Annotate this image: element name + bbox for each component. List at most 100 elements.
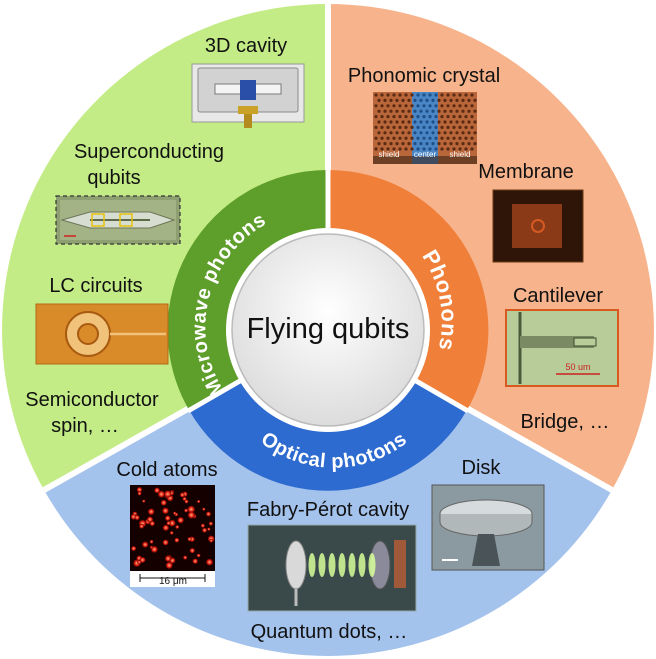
crystal-hole (380, 104, 384, 108)
crystal-hole (470, 115, 474, 119)
crystal-hole (380, 136, 384, 140)
crystal-hole (464, 115, 468, 119)
crystal-hole (374, 147, 378, 151)
crystal-hole (398, 115, 402, 119)
crystal-hole (422, 115, 426, 119)
crystal-hole (401, 98, 405, 102)
crystal-hole (416, 136, 420, 140)
crystal-hole (389, 120, 393, 124)
crystal-hole (431, 120, 435, 124)
crystal-hole (443, 109, 447, 113)
crystal-hole (401, 120, 405, 124)
atom-dot (137, 491, 142, 496)
crystal-hole (395, 131, 399, 135)
crystal-hole (470, 147, 474, 151)
crystal-hole (416, 93, 420, 97)
atom-dot (175, 525, 180, 529)
crystal-hole (404, 115, 408, 119)
crystal-hole (443, 131, 447, 135)
crystal-hole (416, 147, 420, 151)
crystal-hole (380, 93, 384, 97)
crystal-hole (434, 136, 438, 140)
atom-dot (187, 537, 192, 542)
cavity-mode (348, 553, 356, 577)
crystal-hole (464, 136, 468, 140)
crystal-hole (392, 136, 396, 140)
crystal-hole (461, 131, 465, 135)
crystal-hole (410, 93, 414, 97)
crystal-hole (452, 125, 456, 129)
crystal-hole (404, 104, 408, 108)
crystal-hole (410, 136, 414, 140)
crystal-hole (470, 125, 474, 129)
crystal-hole (392, 93, 396, 97)
crystal-hole (446, 125, 450, 129)
atom-dot (134, 514, 140, 521)
atom-dot (162, 507, 169, 514)
crystal-hole (461, 109, 465, 113)
atom-dot (131, 546, 137, 551)
crystal-hole (401, 131, 405, 135)
disk-image (431, 484, 545, 571)
crystal-hole (461, 120, 465, 124)
atom-dot (207, 527, 211, 531)
crystal-hole (473, 120, 477, 124)
crystal-hole (440, 136, 444, 140)
crystal-hole (467, 131, 471, 135)
fabry-perot-image (247, 524, 417, 612)
atom-dot (174, 537, 180, 543)
crystal-hole (437, 98, 441, 102)
crystal-hole (377, 142, 381, 146)
label-quantum-dots: Quantum dots, … (250, 621, 408, 643)
crystal-hole (386, 125, 390, 129)
crystal-hole (425, 131, 429, 135)
crystal-hole (458, 125, 462, 129)
crystal-hole (386, 136, 390, 140)
atom-dot (169, 531, 174, 535)
crystal-hole (392, 125, 396, 129)
atom-dot (189, 547, 195, 554)
crystal-hole (383, 109, 387, 113)
crystal-hole (428, 115, 432, 119)
crystal-hole (407, 109, 411, 113)
cavity-mode (368, 553, 376, 577)
crystal-hole (434, 115, 438, 119)
superconducting-qubit-image (55, 195, 181, 245)
atom-dot (205, 511, 211, 517)
crystal-hole (431, 131, 435, 135)
cold-atoms-image (130, 485, 215, 587)
cavity-mode (318, 553, 326, 577)
crystal-hole (440, 104, 444, 108)
cantilever-scale-label: 50 um (565, 362, 591, 372)
label-membrane: Membrane (478, 161, 574, 183)
crystal-hole (395, 120, 399, 124)
atom-dot (162, 524, 169, 531)
crystal-hole (419, 98, 423, 102)
crystal-tag-shield-right: shield (449, 150, 471, 159)
lc-circuit-image (35, 303, 169, 365)
crystal-hole (383, 131, 387, 135)
crystal-hole (413, 120, 417, 124)
crystal-hole (458, 136, 462, 140)
atom-dot (209, 538, 214, 543)
atom-dot (162, 539, 169, 546)
3d-cavity-image (191, 63, 305, 128)
crystal-hole (449, 131, 453, 135)
crystal-hole (416, 115, 420, 119)
atom-dot (139, 556, 146, 563)
crystal-hole (407, 142, 411, 146)
crystal-hole (395, 98, 399, 102)
atom-dot (187, 511, 195, 519)
membrane-image (492, 189, 584, 263)
crystal-hole (425, 98, 429, 102)
crystal-hole (473, 131, 477, 135)
crystal-hole (398, 93, 402, 97)
atom-dot (202, 527, 208, 533)
crystal-hole (425, 120, 429, 124)
phononic-crystal-image (373, 92, 477, 164)
crystal-hole (473, 142, 477, 146)
crystal-hole (449, 98, 453, 102)
crystal-hole (428, 104, 432, 108)
label-3d-cavity: 3D cavity (204, 35, 288, 57)
crystal-hole (377, 131, 381, 135)
